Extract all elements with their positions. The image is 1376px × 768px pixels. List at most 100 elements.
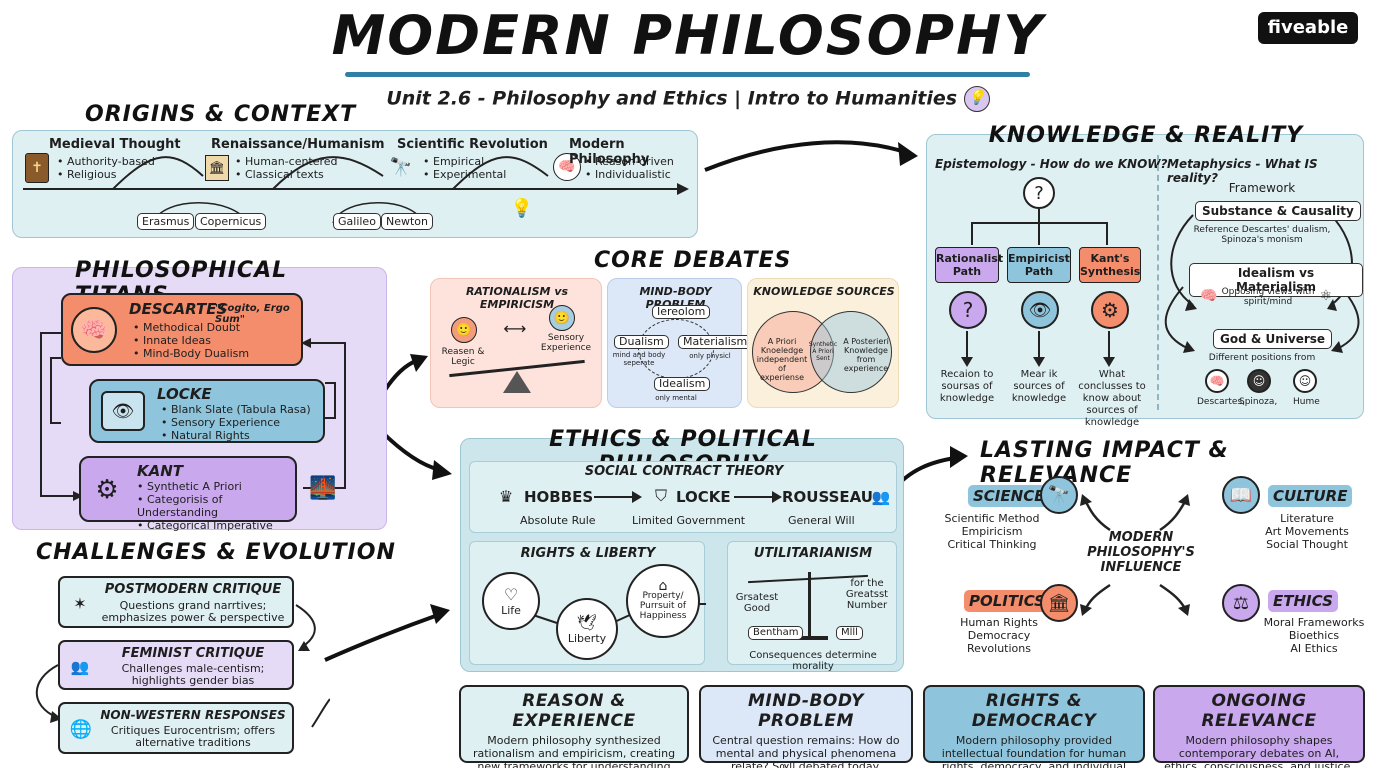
metaphysics-heading: Metaphysics - What IS reality?	[1167, 157, 1318, 185]
stage-renaissance-points: Human-centered Classical texts	[235, 155, 338, 181]
bottom-card-text: Modern philosophy shapes contemporary de…	[1164, 734, 1354, 768]
sources-left: A Priori Knoeledge independent of experi…	[756, 337, 808, 382]
double-arrow-icon: ⟷	[503, 318, 527, 338]
origins-panel: ✝ Medieval Thought Authority-based Relig…	[12, 130, 698, 238]
science-item: Critical Thinking	[947, 538, 1037, 551]
locke-points: Blank Slate (Tabula Rasa) Sensory Experi…	[161, 403, 311, 442]
person-newton: Newton	[381, 213, 434, 230]
epistemology-tree	[961, 209, 1115, 367]
bottom-card-title: MIND-BODY PROBLEM	[748, 691, 864, 731]
rat-emp-left: Reasen & Legic	[441, 347, 485, 367]
bottom-card-mind-body[interactable]: MIND-BODY PROBLEM Central question remai…	[699, 685, 913, 768]
mind-body-dualism: Dualism	[614, 335, 669, 349]
rat-emp-panel: RATIONALISM vs EMPIRICISM 🙂 🙂 ⟷ Reasen &…	[430, 278, 602, 408]
ethics-item: AI Ethics	[1290, 642, 1338, 655]
knowledge-panel: KNOWLEDGE & REALITY Epistemology - How d…	[926, 123, 1364, 428]
kant-point: Synthetic A Priori	[137, 480, 295, 493]
thinker-descartes: Descartes,	[1197, 397, 1245, 407]
stage-point: Individualistic	[585, 168, 674, 181]
kant-desc: What conclusses to know about sources of…	[1078, 369, 1146, 428]
telescope-icon: 🔭	[389, 156, 413, 178]
culture-badge: CULTURE	[1268, 485, 1353, 507]
rationalist-desc: Recaion to soursas of knowledge	[939, 369, 995, 404]
page-subtitle: Unit 2.6 - Philosophy and Ethics | Intro…	[0, 86, 1376, 112]
metaphysics-arrows	[1164, 214, 1360, 353]
politics-item: Revolutions	[967, 642, 1031, 655]
book-icon: ✝	[25, 153, 49, 183]
bottom-card-reason[interactable]: REASON & EXPERIENCE Modern philosophy sy…	[459, 685, 689, 768]
locke-card[interactable]: 👁 LOCKE Blank Slate (Tabula Rasa) Sensor…	[89, 379, 325, 443]
atom-icon: ⚛	[1319, 288, 1333, 304]
core-debates-title: CORE DEBATES	[594, 248, 792, 273]
group-women-icon: 👥	[70, 658, 90, 676]
stage-scientific-points: Empirical Experimental	[423, 155, 506, 181]
descartes-point: Methodical Doubt	[133, 321, 249, 334]
util-bottom: Consequences determine morality	[749, 650, 877, 672]
sources-right: A Posterieri Knowledge from experience	[843, 337, 889, 373]
kant-point: Categorical Imperative	[137, 519, 295, 532]
mind-body-materialism: Materialism	[678, 335, 753, 349]
hobbes-label: HOBBES	[524, 488, 594, 506]
kant-card[interactable]: ⚙ KANT Synthetic A Priori Categorisis of…	[79, 456, 297, 532]
politics-item: Human Rights	[960, 616, 1038, 629]
politics-list: Human Rights Democracy Revolutions	[944, 616, 1054, 655]
globe-icon: 🌐	[69, 718, 93, 740]
social-contract-title: SOCIAL CONTRACT THEORY	[584, 464, 784, 479]
locke-point: Natural Rights	[161, 429, 311, 442]
god-desc: Different positions from	[1208, 353, 1316, 363]
bottom-card-text: Central question remains: How do mental …	[712, 734, 900, 768]
scale-post	[808, 572, 811, 638]
feminist-card[interactable]: 👥 FEMINIST CRITIQUE Challenges male-cent…	[58, 640, 294, 690]
ethics-list: Moral Frameworks Bioethics AI Ethics	[1256, 616, 1372, 655]
liberty-label: Liberty	[567, 632, 607, 645]
stage-point: Human-centered	[235, 155, 338, 168]
crown-icon: ♛	[498, 486, 514, 506]
mind-body-materialism-sub: only physicl	[689, 352, 731, 360]
rousseau-label: ROUSSEAU	[782, 488, 873, 506]
sources-middle: Synthetic A Priori Sent	[808, 341, 838, 362]
impact-title: LASTING IMPACT & RELEVANCE	[980, 438, 1229, 488]
fiveable-logo[interactable]: fiveable	[1258, 12, 1358, 44]
stage-scientific-name: Scientific Revolution	[397, 137, 548, 152]
bridge-icon: 🌉	[309, 475, 337, 501]
empiricist-path-badge: Empiricist Path	[1007, 247, 1071, 283]
kant-gears-icon: ⚙	[1091, 291, 1129, 329]
knowledge-divider	[1157, 155, 1159, 410]
page-title: MODERN PHILOSOPHY	[331, 4, 1045, 67]
stage-point: Reason-driven	[585, 155, 674, 168]
science-badge: SCIENCE	[968, 485, 1050, 507]
culture-list: Literature Art Movements Social Thought	[1252, 512, 1362, 551]
descartes-card[interactable]: 🧠 DESCARTES "Cogito, Ergo Sum" Methodica…	[61, 293, 303, 366]
liberty-circle: 🕊 Liberty	[556, 598, 618, 660]
mind-body-top: Iereolom	[652, 305, 711, 319]
locke-label: LOCKE	[676, 488, 731, 506]
origins-title: ORIGINS & CONTEXT	[85, 102, 357, 127]
fragmented-head-icon: ✶	[73, 593, 87, 613]
challenges-title: CHALLENGES & EVOLUTION	[36, 540, 396, 565]
bottom-card-title: RIGHTS & DEMOCRACY	[971, 691, 1097, 731]
stage-modern-points: Reason-driven Individualistic	[585, 155, 674, 181]
mill-pill: Mlll	[836, 626, 863, 640]
sources-panel: KNOWLEDGE SOURCES A Priori Knoeledge ind…	[747, 278, 899, 408]
thinker-left-icon: 🙂	[451, 317, 477, 343]
seesaw-fulcrum	[503, 371, 531, 393]
rights-title: RIGHTS & LIBERTY	[520, 546, 656, 561]
hobbes-sub: Absolute Rule	[520, 514, 596, 527]
nonwestern-card[interactable]: 🌐 NON-WESTERN RESPONSES Critiques Euroce…	[58, 702, 294, 754]
postmodern-card[interactable]: ✶ POSTMODERN CRITIQUE Questions grand na…	[58, 576, 294, 628]
column-icon: 🏛	[205, 155, 229, 181]
thinker-spinoza: Spinoza,	[1239, 397, 1278, 407]
ethics-scale-icon: ⚖	[1222, 584, 1260, 622]
person-galileo: Galileo	[333, 213, 381, 230]
nonwestern-name: NON-WESTERN RESPONSES	[100, 708, 286, 722]
util-box: UTILITARIANISM Grsatest Good for the Gre…	[727, 541, 897, 672]
shield-icon: ⛉	[654, 486, 667, 505]
bottom-card-relevance[interactable]: ONGOING RELEVANCE Modern philosophy shap…	[1153, 685, 1365, 768]
bottom-card-rights[interactable]: RIGHTS & DEMOCRACY Modern philosophy pro…	[923, 685, 1145, 768]
arrow-line	[594, 496, 634, 498]
stage-point: Experimental	[423, 168, 506, 181]
bottom-card-text: Modern philosophy provided intellectual …	[941, 734, 1127, 768]
postmodern-name: POSTMODERN CRITIQUE	[104, 582, 282, 597]
life-label: Life	[501, 604, 521, 617]
mind-body-dualism-sub: mind and body seperate	[612, 351, 666, 367]
